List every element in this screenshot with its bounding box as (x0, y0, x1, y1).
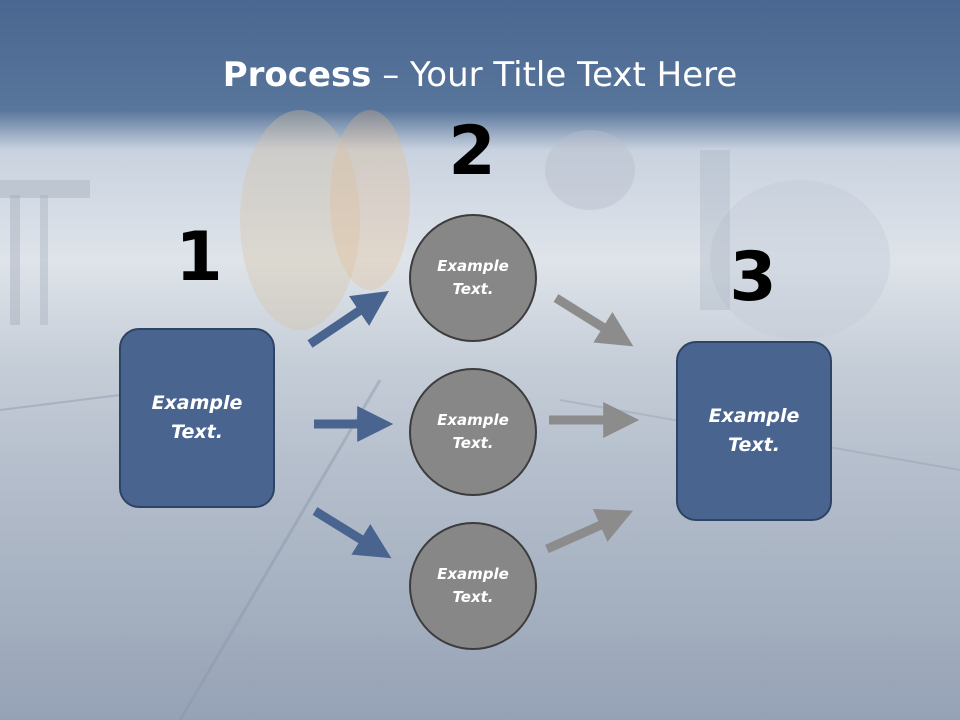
step-number-1: 1 (175, 218, 223, 297)
title-rest: – Your Title Text Here (371, 55, 738, 95)
step-number-2: 2 (448, 112, 496, 191)
right-box-text: Example Text. (708, 405, 800, 456)
slide-title: Process – Your Title Text Here (0, 52, 960, 98)
left-box: Example Text. (119, 328, 275, 508)
circle-middle-text: Example Text. (437, 411, 509, 452)
circle-middle: Example Text. (409, 368, 537, 496)
left-box-text: Example Text. (151, 392, 243, 443)
circle-top-text: Example Text. (437, 257, 509, 298)
circle-top: Example Text. (409, 214, 537, 342)
circle-bottom: Example Text. (409, 522, 537, 650)
title-bold: Process (222, 55, 372, 95)
step-number-3: 3 (729, 238, 777, 317)
circle-bottom-text: Example Text. (437, 565, 509, 606)
right-box: Example Text. (676, 341, 832, 521)
